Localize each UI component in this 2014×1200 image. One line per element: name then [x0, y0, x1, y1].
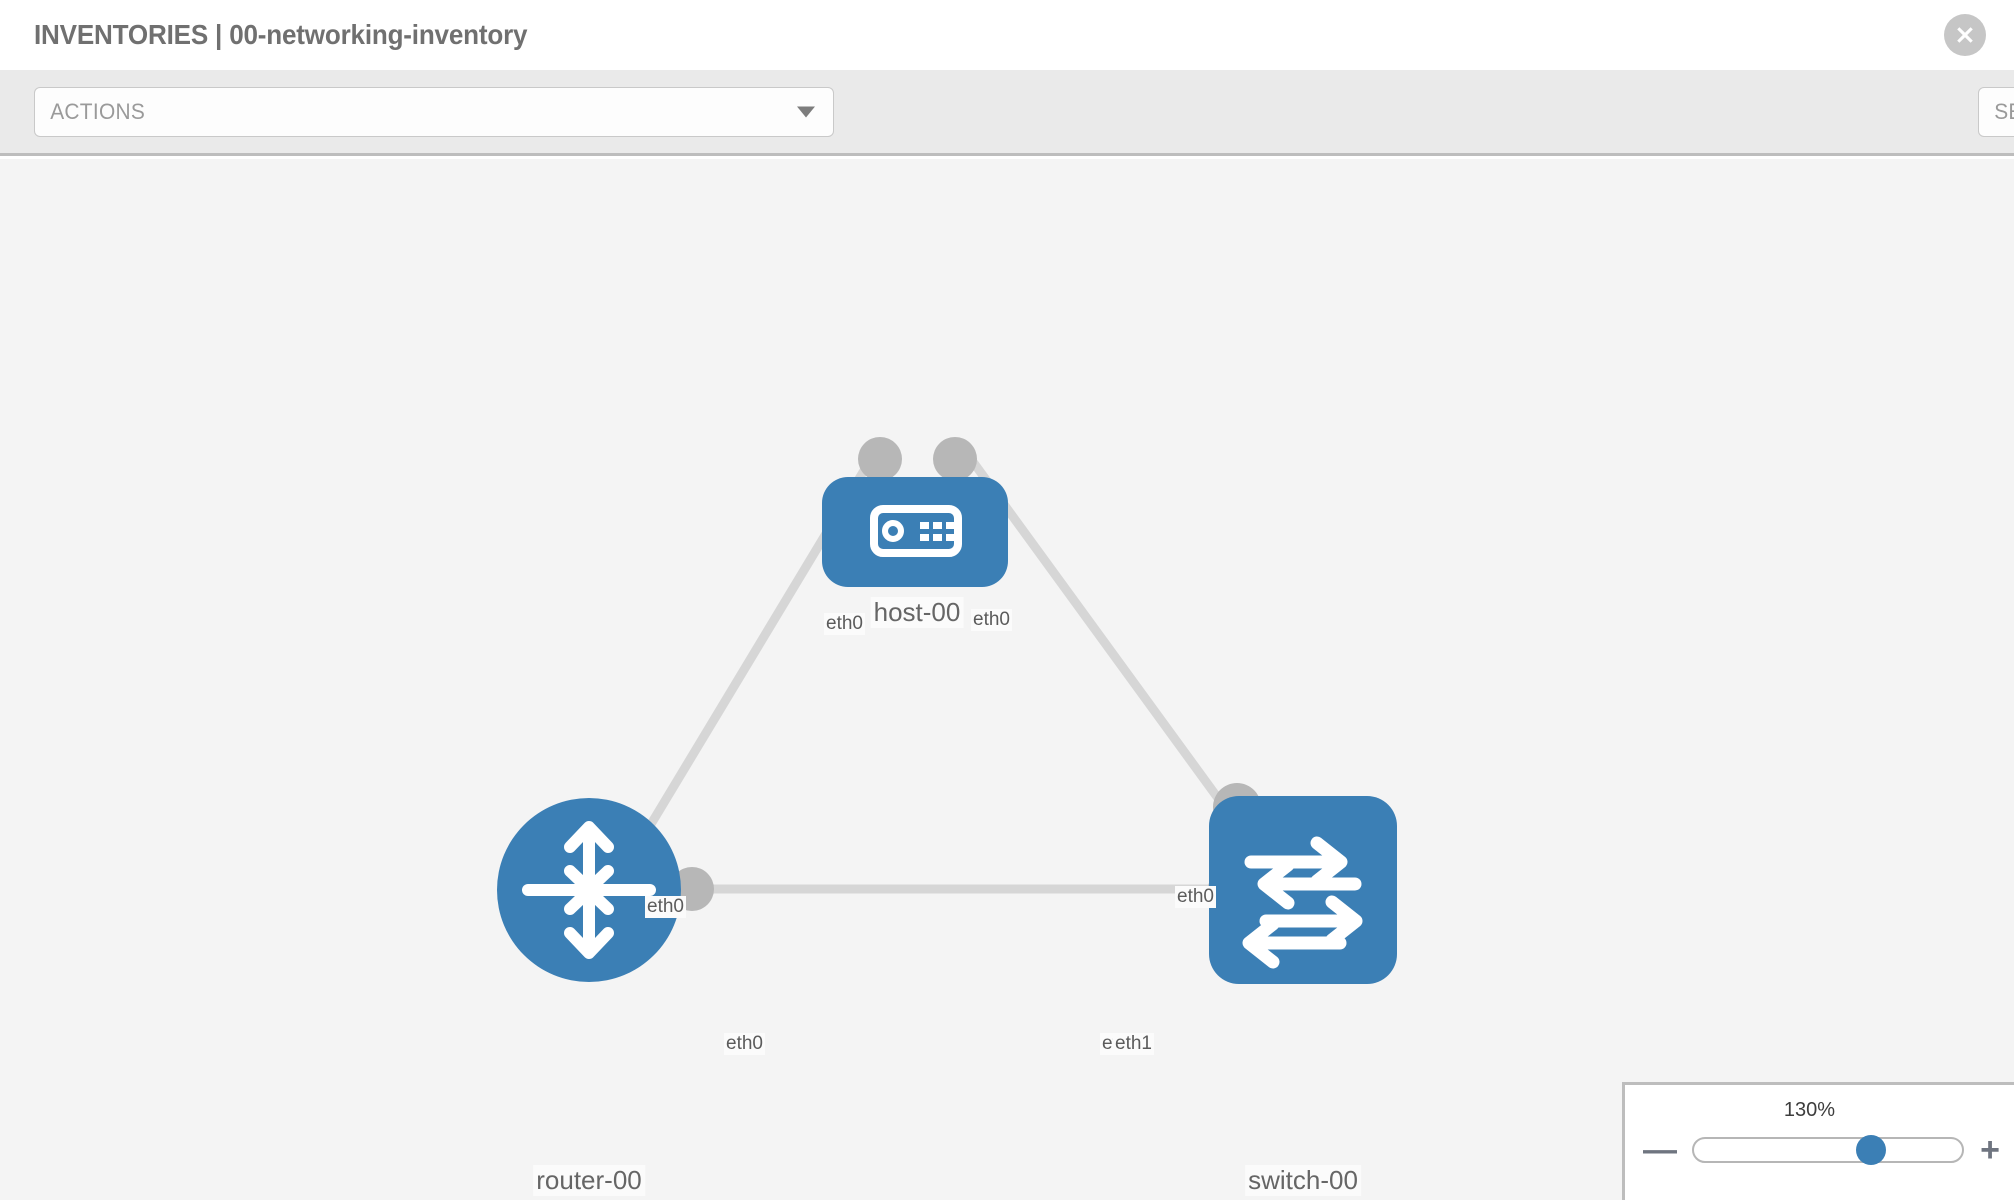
page-header: INVENTORIES | 00-networking-inventory	[0, 0, 2014, 70]
zoom-slider[interactable]	[1692, 1135, 1965, 1165]
zoom-control-panel: 130% — +	[1622, 1082, 2014, 1200]
edge-label-switch00-eth0-uplink: eth0	[1175, 886, 1216, 908]
topology-canvas[interactable]: host-00 router-00 switch-00 eth0 eth0 et…	[0, 159, 2014, 1200]
search-placeholder: SEARCH	[1994, 98, 2014, 124]
close-icon[interactable]	[1944, 14, 1986, 56]
connector-host00-left[interactable]	[858, 437, 902, 481]
zoom-in-button[interactable]: +	[1980, 1131, 2000, 1169]
page-title: INVENTORIES | 00-networking-inventory	[34, 19, 528, 50]
edge-label-switch00-eth1: eth1	[1113, 1033, 1154, 1055]
search-input[interactable]: SEARCH	[1978, 86, 2014, 137]
zoom-slider-row: — +	[1643, 1133, 2000, 1167]
edge-label-router00-eth0: eth0	[724, 1033, 765, 1055]
router-arrows-icon	[522, 821, 656, 959]
chevron-down-icon	[797, 106, 815, 117]
zoom-level-value: 130%	[1783, 1099, 1836, 1121]
node-label-router-00: router-00	[533, 1165, 645, 1196]
edge-label-host00-eth0-left: eth0	[824, 613, 865, 635]
zoom-out-button[interactable]: —	[1643, 1131, 1677, 1169]
node-label-switch-00: switch-00	[1245, 1165, 1361, 1196]
link-host00-switch00[interactable]	[956, 441, 1259, 852]
actions-dropdown-label: ACTIONS	[50, 98, 146, 124]
connector-host00-right[interactable]	[933, 437, 977, 481]
node-label-host-00: host-00	[870, 597, 964, 628]
edge-label-router00-eth0-uplink: eth0	[645, 896, 686, 918]
switch-arrows-icon	[1242, 836, 1363, 969]
toolbar: ACTIONS SEARCH	[0, 70, 2014, 199]
node-host-00[interactable]	[822, 477, 1008, 587]
server-icon	[870, 505, 962, 557]
zoom-slider-thumb[interactable]	[1855, 1135, 1886, 1165]
node-router-00[interactable]	[497, 798, 681, 982]
topology-graph	[497, 437, 1397, 984]
actions-dropdown[interactable]: ACTIONS	[34, 86, 834, 137]
node-switch-00[interactable]	[1209, 796, 1397, 984]
edge-label-host00-eth0-right: eth0	[971, 609, 1012, 631]
